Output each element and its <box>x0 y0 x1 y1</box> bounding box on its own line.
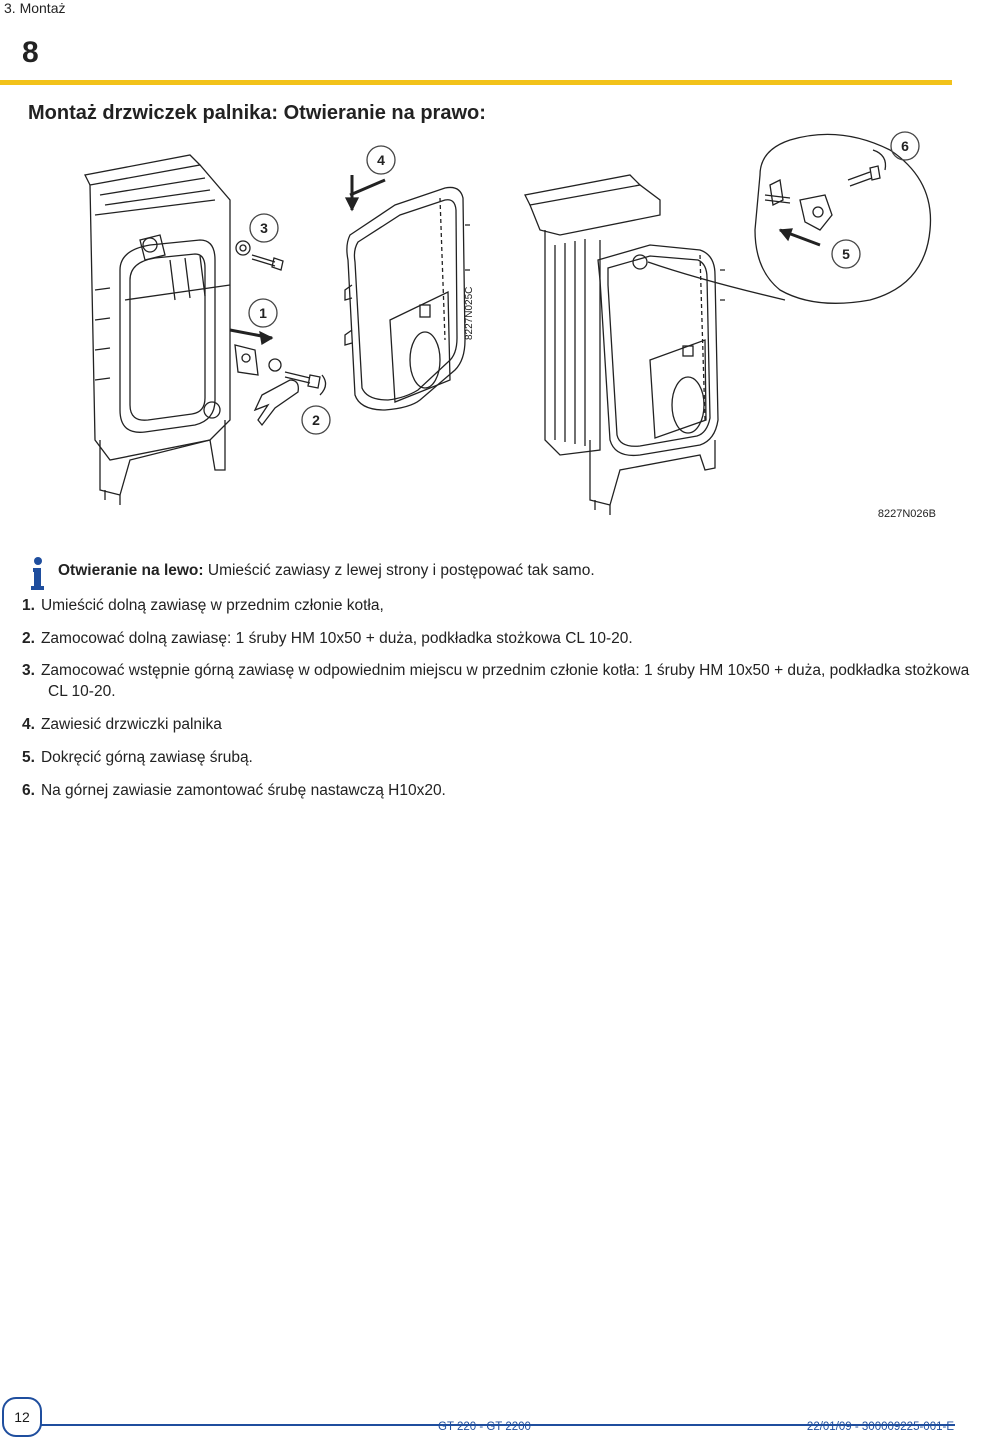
header-rule <box>0 80 952 85</box>
footer-rule <box>40 1424 955 1426</box>
step-number: 3. <box>22 662 35 679</box>
page-title: Montaż drzwiczek palnika: Otwieranie na … <box>28 102 486 124</box>
step-number: 6. <box>22 782 35 799</box>
info-note-label: Otwieranie na lewo: <box>58 562 204 579</box>
callout-5: 5 <box>842 246 850 262</box>
step-number: 4. <box>22 716 35 733</box>
zoom-detail <box>647 133 932 304</box>
step-number: 1. <box>22 597 35 614</box>
figure-code-right: 8227N026B <box>877 508 936 520</box>
step-text: Zawiesić drzwiczki palnika <box>40 716 222 733</box>
step-item: 2. Zamocować dolną zawiasę: 1 śruby HM 10… <box>22 628 633 649</box>
callout-2: 2 <box>312 412 320 428</box>
info-note: Otwieranie na lewo: Umieścić zawiasy z l… <box>58 562 595 580</box>
callout-4: 4 <box>377 152 385 168</box>
burner-door-drawing <box>344 175 470 411</box>
section-number: 8 <box>22 36 39 69</box>
info-icon <box>31 557 44 590</box>
hinge-parts-left <box>229 240 327 427</box>
boiler-door-illustration: 8227N025C 1 2 3 <box>84 131 932 515</box>
step-text: Dokręcić górną zawiasę śrubą. <box>40 749 253 766</box>
page-number: 12 <box>2 1397 42 1437</box>
step-text: Zamocować wstępnie górną zawiasę w odpow… <box>40 662 970 700</box>
step-number: 2. <box>22 630 35 647</box>
step-item: 3. Zamocować wstępnie górną zawiasę w odp… <box>22 660 983 702</box>
step-item: 1. Umieścić dolną zawiasę w przednim czło… <box>22 595 384 616</box>
footer-model: GT 220 - GT 2200 <box>438 1421 531 1433</box>
figure-code-left: 8227N025C <box>464 287 475 340</box>
step-item: 5. Dokręcić górną zawiasę śrubą. <box>22 747 253 768</box>
right-boiler-drawing <box>524 174 725 515</box>
left-boiler-drawing <box>84 154 231 505</box>
step-text: Umieścić dolną zawiasę w przednim członi… <box>40 597 384 614</box>
info-note-text: Umieścić zawiasy z lewej strony i postęp… <box>203 562 595 579</box>
step-item: 4. Zawiesić drzwiczki palnika <box>22 714 222 735</box>
callout-6: 6 <box>901 138 909 154</box>
step-number: 5. <box>22 749 35 766</box>
step-text: Na górnej zawiasie zamontować śrubę nast… <box>40 782 446 799</box>
callout-3: 3 <box>260 220 268 236</box>
breadcrumb: 3. Montaż <box>4 0 66 16</box>
step-item: 6. Na górnej zawiasie zamontować śrubę na… <box>22 780 446 801</box>
footer-doc-ref: 22/01/09 - 300009225-001-E <box>806 1421 954 1433</box>
callouts: 1 2 3 4 5 6 <box>248 131 920 435</box>
step-text: Zamocować dolną zawiasę: 1 śruby HM 10x5… <box>40 630 633 647</box>
callout-1: 1 <box>259 305 267 321</box>
